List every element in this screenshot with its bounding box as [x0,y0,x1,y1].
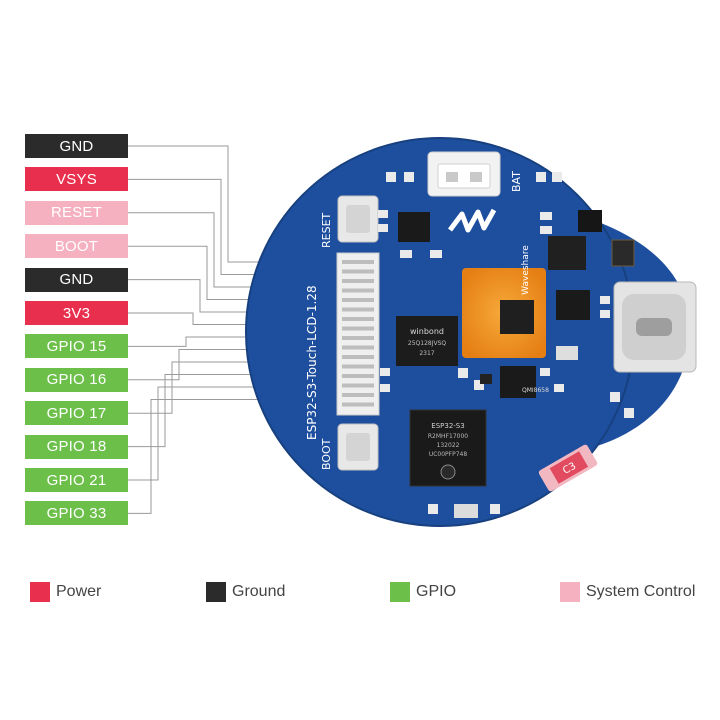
legend-swatch [390,582,410,602]
fpc-pin [342,374,374,378]
pin-label: VSYS [25,167,128,192]
imu-chip [398,212,430,242]
legend-label: System Control [586,583,696,600]
svg-text:132022: 132022 [437,442,460,449]
svg-text:25Q128JVSQ: 25Q128JVSQ [408,340,446,347]
svg-text:UC00PFP748: UC00PFP748 [429,451,468,458]
boot-button [337,423,379,471]
pin-label: GPIO 18 [25,434,128,459]
fpc-pin [342,317,374,321]
pin-label: GND [25,267,128,292]
fpc-pin [342,383,374,388]
fpc-pin [342,345,374,350]
fpc-pin [342,402,374,407]
fpc-pin [342,364,374,369]
legend-item: Power [30,581,101,603]
waveshare-logo: Waveshare [448,208,531,295]
pin-label: GND [25,134,128,158]
pin-label: GPIO 33 [25,501,128,526]
pin-label: GPIO 16 [25,367,128,392]
wire [128,399,345,514]
soc-chip: ESP32-S3 R2MHF17000 132022 UC00PFP748 [409,409,487,487]
silk-model: ESP32-S3-Touch-LCD-1.28 [305,285,319,440]
fpc-pin [342,355,374,359]
battery-connector [427,151,501,197]
legend-label: GPIO [416,583,457,600]
fpc-pin [342,326,374,331]
fpc-connector [336,252,380,416]
legend-item: System Control [560,581,695,603]
ldo-chip [548,236,586,270]
silk-reset: RESET [320,212,333,248]
svg-text:R2MHF17000: R2MHF17000 [428,433,468,440]
flash-chip: winbond 25Q128JVSQ 2317 [396,316,458,366]
reset-button [337,195,379,243]
wire [128,386,345,481]
fpc-pin [342,279,374,283]
usb-bridge-area [462,268,546,358]
pin-label: GPIO 15 [25,334,128,359]
svg-text:ESP32-S3: ESP32-S3 [431,422,464,430]
pin-label: BOOT [25,234,128,259]
fpc-pin [342,269,374,274]
silk-boot: BOOT [320,438,333,470]
fpc-pin [342,393,374,397]
svg-text:Waveshare: Waveshare [521,245,531,295]
svg-text:2317: 2317 [419,350,434,357]
legend-swatch [206,582,226,602]
pin-label: GPIO 21 [25,468,128,492]
legend-label: Ground [232,583,286,600]
fpc-pin [342,336,374,340]
smd-pads [378,172,634,514]
svg-text:QMI8658: QMI8658 [522,387,549,394]
silk-bat: BAT [510,171,523,192]
legend-item: Ground [206,581,285,603]
pin-label: 3V3 [25,301,128,325]
legend-item: GPIO [390,581,456,603]
usb-c-connector [613,281,697,373]
legend-swatch [30,582,50,602]
fpc-pin [342,288,374,293]
pin-label: GPIO 17 [25,401,128,426]
fpc-pin [342,298,374,302]
pin-label: RESET [25,200,128,225]
legend-swatch [560,582,580,602]
fpc-pin [342,307,374,312]
c3-capacitor: C3 [538,444,598,492]
svg-text:winbond: winbond [410,327,444,336]
fpc-pin [342,260,374,264]
legend-label: Power [56,583,102,600]
